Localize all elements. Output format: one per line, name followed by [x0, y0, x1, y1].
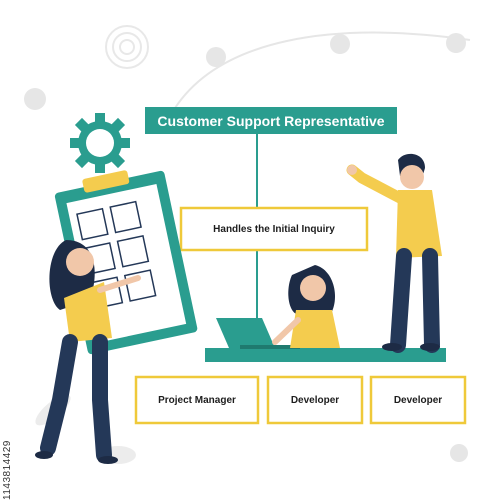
decor-dot [330, 34, 350, 54]
decor-arc [174, 31, 471, 109]
man-pointing-figure [346, 153, 442, 353]
decor-dot [446, 33, 466, 53]
inquiry-label: Handles the Initial Inquiry [213, 223, 335, 235]
decor-ring [112, 32, 142, 62]
inquiry-box [179, 206, 369, 252]
pm-box [134, 375, 260, 425]
decor-dot [24, 88, 46, 110]
laptop-icon [216, 318, 300, 349]
developer-label-2: Developer [393, 394, 443, 406]
title-box [145, 107, 397, 134]
decor-ring [119, 39, 135, 55]
developer-box-1 [266, 375, 364, 425]
top-role-label: Customer Support Representative [157, 112, 385, 129]
decor-dot [450, 444, 468, 462]
woman-seated-figure [272, 265, 340, 348]
stock-id-watermark: 1143814429 [2, 440, 13, 500]
developer-box-2 [369, 375, 467, 425]
decor-ring [105, 25, 149, 69]
desk [205, 348, 446, 362]
project-manager-label: Project Manager [158, 394, 236, 406]
woman-standing-figure [35, 240, 141, 464]
developer-label-1: Developer [290, 394, 340, 406]
decor-dot [206, 47, 226, 67]
gear-icon [70, 113, 130, 173]
